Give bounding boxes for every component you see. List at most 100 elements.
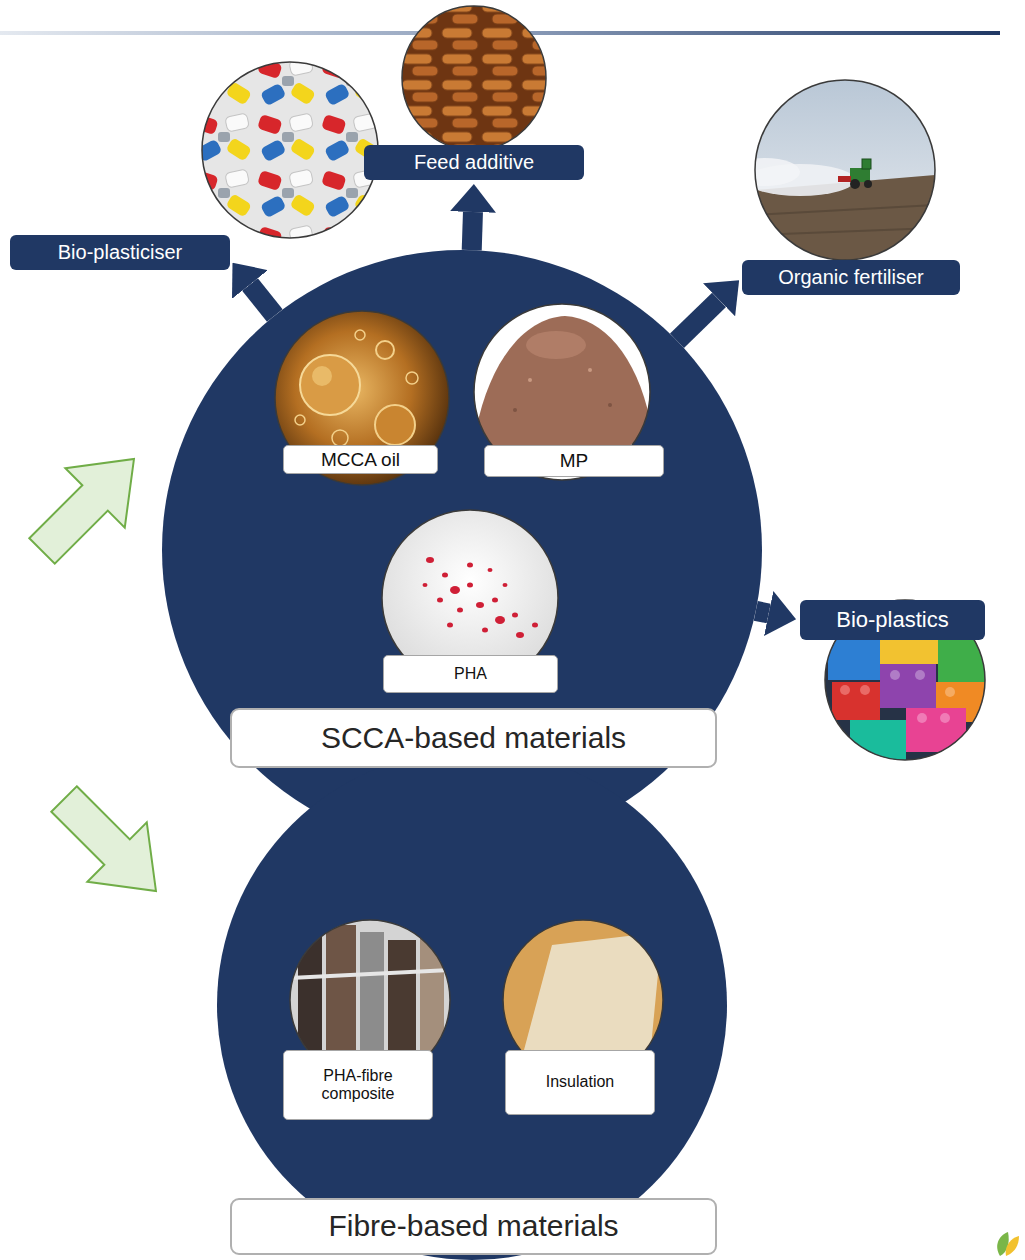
blocks-photo xyxy=(890,670,900,680)
product-label: Organic fertiliser xyxy=(742,260,960,295)
powder-photo xyxy=(513,408,517,412)
blocks-photo xyxy=(917,713,927,723)
oil-photo xyxy=(355,330,365,340)
flow-arrow xyxy=(250,285,275,316)
oil-photo xyxy=(274,310,450,486)
product-label: Bio-plasticiser xyxy=(10,235,230,270)
oil-photo xyxy=(312,366,332,386)
field-photo xyxy=(730,80,935,260)
blocks-photo xyxy=(945,687,955,697)
granules-photo xyxy=(442,573,448,578)
blocks-photo xyxy=(915,670,925,680)
granules-photo xyxy=(457,608,463,613)
oil-photo xyxy=(274,310,450,486)
feed-photo xyxy=(400,4,548,152)
label-text: Bio-plasticiser xyxy=(58,241,182,264)
granules-photo xyxy=(492,598,498,603)
granules-photo xyxy=(426,557,434,563)
powder-photo xyxy=(588,368,592,372)
granules-photo xyxy=(488,568,493,572)
field-photo xyxy=(755,205,935,235)
label-text: PHA xyxy=(454,665,487,683)
material-label: Insulation xyxy=(505,1050,655,1115)
granules-photo xyxy=(447,623,453,628)
field-photo xyxy=(838,176,851,182)
granules-photo xyxy=(450,586,460,594)
material-label: PHA-fibre composite xyxy=(283,1050,433,1120)
product-label: Feed additive xyxy=(364,145,584,180)
group-disc xyxy=(217,750,727,1260)
oil-photo xyxy=(295,415,305,425)
oil-photo xyxy=(406,372,418,384)
granules-photo xyxy=(532,623,538,628)
logo xyxy=(997,1232,1019,1256)
flow-arrow xyxy=(677,300,719,341)
oil-photo xyxy=(332,430,348,446)
blocks-photo xyxy=(938,640,986,682)
pellets-photo xyxy=(200,60,380,240)
label-text: SCCA-based materials xyxy=(321,721,626,756)
field-photo xyxy=(864,180,872,188)
flow-arrow xyxy=(472,212,473,250)
powder-photo xyxy=(528,378,532,382)
oil-photo xyxy=(375,405,415,445)
feed-photo xyxy=(402,6,546,150)
granules-photo xyxy=(476,602,484,608)
granules-photo xyxy=(423,557,539,638)
product-label: Bio-plastics xyxy=(800,600,985,640)
blocks-photo xyxy=(828,640,880,680)
input-arrow xyxy=(12,429,163,580)
logo xyxy=(1006,1236,1019,1256)
group-label-box: Fibre-based materials xyxy=(230,1198,717,1255)
granules-photo xyxy=(467,563,473,568)
feed-photo xyxy=(400,4,548,152)
oil-photo xyxy=(376,341,394,359)
powder-photo xyxy=(526,331,586,359)
granules-photo xyxy=(437,598,443,603)
blocks-photo xyxy=(840,685,850,695)
blocks-photo xyxy=(850,720,906,760)
field-photo xyxy=(730,80,935,260)
label-text: MCCA oil xyxy=(321,449,400,471)
granules-photo xyxy=(467,583,473,588)
label-text: PHA-fibre composite xyxy=(292,1067,424,1104)
blocks-photo xyxy=(860,685,870,695)
oil-photo xyxy=(275,311,449,485)
granules-photo xyxy=(503,583,508,587)
material-label: PHA xyxy=(383,655,558,693)
panels-photo xyxy=(290,970,452,978)
feed-photo xyxy=(400,4,548,152)
blocks-photo xyxy=(906,708,966,752)
oil-photo xyxy=(274,310,450,486)
input-arrow xyxy=(34,769,185,920)
group-disc xyxy=(162,250,762,850)
field-photo xyxy=(755,80,935,260)
oil-photo xyxy=(300,355,360,415)
label-text: Feed additive xyxy=(414,151,534,174)
label-text: MP xyxy=(560,450,589,472)
group-label-box: SCCA-based materials xyxy=(230,708,717,768)
field-photo xyxy=(730,158,800,186)
field-photo xyxy=(862,159,871,169)
blocks-photo xyxy=(832,682,880,720)
blocks-photo xyxy=(940,713,950,723)
field-photo xyxy=(850,179,860,189)
granules-photo xyxy=(482,628,488,633)
material-label: MP xyxy=(484,445,664,477)
label-text: Insulation xyxy=(546,1073,615,1091)
material-label: MCCA oil xyxy=(283,445,438,474)
granules-photo xyxy=(512,613,518,618)
blocks-photo xyxy=(880,664,936,708)
pellets-photo xyxy=(200,60,380,240)
granules-photo xyxy=(495,616,505,624)
label-text: Fibre-based materials xyxy=(328,1209,618,1244)
pellets-photo xyxy=(202,62,378,238)
pellets-photo xyxy=(200,60,380,240)
label-text: Organic fertiliser xyxy=(778,266,924,289)
granules-photo xyxy=(516,632,524,638)
granules-photo xyxy=(423,583,428,587)
flow-arrow xyxy=(756,611,769,614)
label-text: Bio-plastics xyxy=(836,607,948,632)
powder-photo xyxy=(608,403,612,407)
